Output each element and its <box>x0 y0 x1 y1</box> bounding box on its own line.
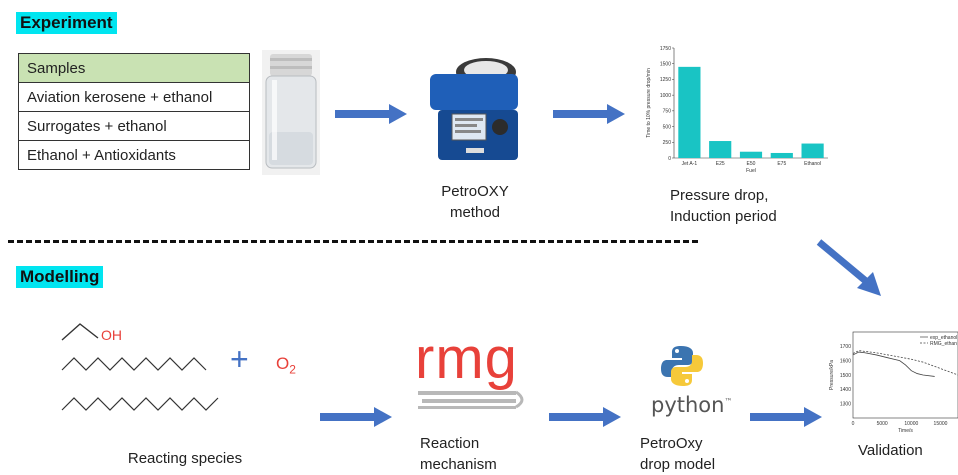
method-label-line2: method <box>449 204 501 221</box>
model-line1: PetroOxy <box>640 435 703 452</box>
result-label-line1: Pressure drop, <box>670 187 769 204</box>
x-tick-label: E50 <box>747 161 756 167</box>
plus-sign: + <box>230 341 249 377</box>
arrow-right-icon <box>553 104 625 124</box>
legend-label: exp_ethanol <box>930 335 957 341</box>
model-line2: drop model <box>640 456 716 473</box>
petrooxy-device-image <box>430 58 518 160</box>
x-tick-label: E75 <box>777 161 786 167</box>
y-tick-label: 1000 <box>660 93 671 99</box>
y-tick-label: 0 <box>668 156 671 162</box>
x-axis-label: Time/s <box>898 428 913 434</box>
x-tick-label: 15000 <box>934 421 948 427</box>
arrow-right-icon <box>320 407 392 427</box>
x-tick-label: Ethanol <box>804 161 821 167</box>
result-label-line2: Induction period <box>670 208 777 225</box>
sample-row: Surrogates + ethanol <box>18 111 250 141</box>
arrow-right-icon <box>549 407 621 427</box>
o2-label: O2 <box>276 354 296 376</box>
validation-label: Validation <box>858 442 923 459</box>
y-tick-label: 1750 <box>660 46 671 52</box>
y-tick-label: 1300 <box>840 401 851 407</box>
legend-label: RMG_ethan <box>930 341 957 347</box>
reaction-mechanism-label: Reaction mechanism <box>420 433 520 475</box>
petrooxy-drop-model-label: PetroOxy drop model <box>640 433 740 475</box>
oh-label: OH <box>101 327 122 343</box>
series-line <box>852 350 958 376</box>
sample-row: Aviation kerosene + ethanol <box>18 82 250 112</box>
y-tick-label: 1700 <box>840 344 851 350</box>
sample-row: Ethanol + Antioxidants <box>18 140 250 170</box>
y-tick-label: 1400 <box>840 387 851 393</box>
mechanism-line2: mechanism <box>420 456 497 473</box>
rmg-logo: rmg <box>415 326 518 391</box>
reacting-species-label: Reacting species <box>127 450 243 467</box>
experiment-tag: Experiment <box>16 12 117 34</box>
x-tick-label: 0 <box>852 421 855 427</box>
y-tick-label: 1250 <box>660 77 671 83</box>
bar <box>709 141 732 158</box>
y-tick-label: 250 <box>663 140 672 146</box>
series-line <box>852 351 935 377</box>
y-tick-label: 1500 <box>840 373 851 379</box>
validation-line-chart: 1300 1400 1500 1600 1700 0 5000 10000 15000Time/… <box>829 331 958 434</box>
bar <box>801 143 824 158</box>
arrow-down-right-icon <box>816 239 881 296</box>
python-text: python <box>651 393 725 417</box>
x-tick-label: Jet A-1 <box>682 161 698 167</box>
arrow-right-icon <box>335 104 407 124</box>
python-wordmark: python™ <box>651 393 732 417</box>
mechanism-line1: Reaction <box>420 435 480 452</box>
petrooxy-method-label: PetroOXY method <box>425 181 525 223</box>
python-tm: ™ <box>724 397 733 406</box>
o2-subscript: 2 <box>289 362 296 377</box>
arrow-right-icon <box>750 407 822 427</box>
x-axis-label: Fuel <box>746 168 756 174</box>
alkane-chain-icon <box>61 397 219 411</box>
bar <box>739 151 763 158</box>
o2-symbol: O <box>276 354 290 373</box>
y-tick-label: 500 <box>663 124 672 130</box>
alkane-chain-icon <box>61 357 207 371</box>
y-tick-label: 750 <box>663 109 672 115</box>
y-axis-label: Time to 10% pressure drop/min <box>646 68 652 138</box>
y-tick-label: 1500 <box>660 62 671 68</box>
bar <box>678 66 701 158</box>
method-label-line1: PetroOXY <box>441 183 509 200</box>
ethanol-molecule-icon <box>61 323 99 341</box>
python-logo-icon <box>661 346 703 386</box>
plot-frame <box>852 331 958 419</box>
y-axis-label: Pressure/kPa <box>829 360 835 390</box>
modelling-tag: Modelling <box>16 266 104 288</box>
x-tick-label: 10000 <box>904 421 918 427</box>
section-divider <box>8 240 698 243</box>
y-tick-label: 1600 <box>840 358 851 364</box>
rmg-logo-underline-icon <box>418 390 524 409</box>
samples-header: Samples <box>18 53 250 83</box>
x-tick-label: 5000 <box>877 421 888 427</box>
bar <box>770 152 793 158</box>
samples-table: Samples Aviation kerosene + ethanol Surr… <box>18 53 250 170</box>
x-tick-label: E25 <box>716 161 725 167</box>
sample-vial-image <box>262 50 320 175</box>
pressure-drop-label: Pressure drop, Induction period <box>670 185 830 227</box>
